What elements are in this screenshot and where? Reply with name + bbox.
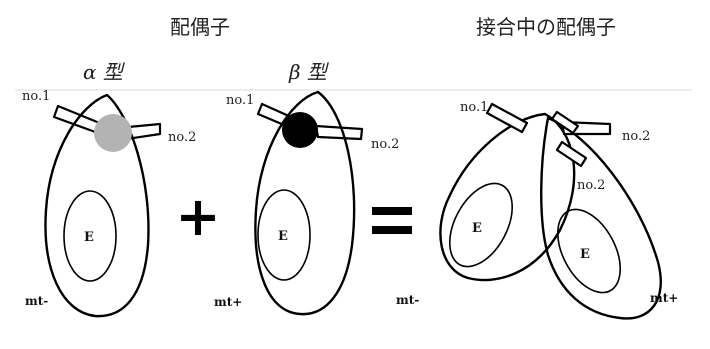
beta-mt-label: mt+: [214, 295, 242, 309]
conjugating-gametes-heading: 接合中の配偶子: [476, 15, 616, 39]
alpha-mating-structure: [94, 114, 132, 152]
right-flagellum-1: [550, 110, 580, 135]
conjugating-no2-upper-label: no.2: [622, 129, 650, 144]
right-eyespot-label: E: [580, 247, 590, 262]
left-eyespot-label: E: [472, 221, 482, 236]
conjugating-right-mt-label: mt+: [650, 291, 678, 305]
conjugating-no1-label: no.1: [460, 100, 488, 115]
beta-no2-label: no.2: [371, 137, 399, 152]
gametes-heading: 配偶子: [170, 15, 230, 39]
equals-bar-bottom: [372, 226, 412, 234]
equals-sign: [372, 207, 412, 234]
alpha-cell-body: [44, 93, 150, 318]
equals-bar-top: [372, 207, 412, 215]
alpha-eyespot-label: E: [84, 230, 94, 245]
alpha-no2-label: no.2: [168, 130, 196, 145]
left-cell-body: [439, 112, 576, 282]
beta-no1-label: no.1: [226, 93, 254, 108]
left-flagellum-1: [485, 102, 529, 134]
beta-gamete: E no.1 no.2 mt+: [214, 90, 399, 316]
conjugating-left-mt-label: mt-: [396, 293, 419, 307]
right-eyespot-outline: [557, 208, 621, 294]
plus-sign: +: [175, 184, 220, 248]
alpha-type-label: α 型: [83, 60, 126, 84]
left-eyespot-outline: [449, 182, 513, 268]
alpha-no1-label: no.1: [22, 89, 50, 104]
conjugating-gametes: E E no.1 no.2 no.2 mt+: [439, 100, 678, 320]
alpha-eyespot-outline: [63, 190, 117, 282]
beta-cell-body: [254, 90, 356, 316]
right-cell-body: [540, 116, 662, 320]
beta-mating-structure: [282, 112, 318, 148]
beta-flagellum-2: [314, 124, 364, 141]
alpha-mt-label: mt-: [25, 294, 48, 308]
left-flagellum-2: [555, 140, 588, 168]
beta-eyespot-outline: [257, 189, 311, 281]
beta-eyespot-label: E: [278, 229, 288, 244]
alpha-gamete: E no.1 no.2 mt-: [22, 89, 196, 318]
beta-type-label: β 型: [288, 60, 330, 84]
conjugating-no2-lower-label: no.2: [577, 178, 605, 193]
